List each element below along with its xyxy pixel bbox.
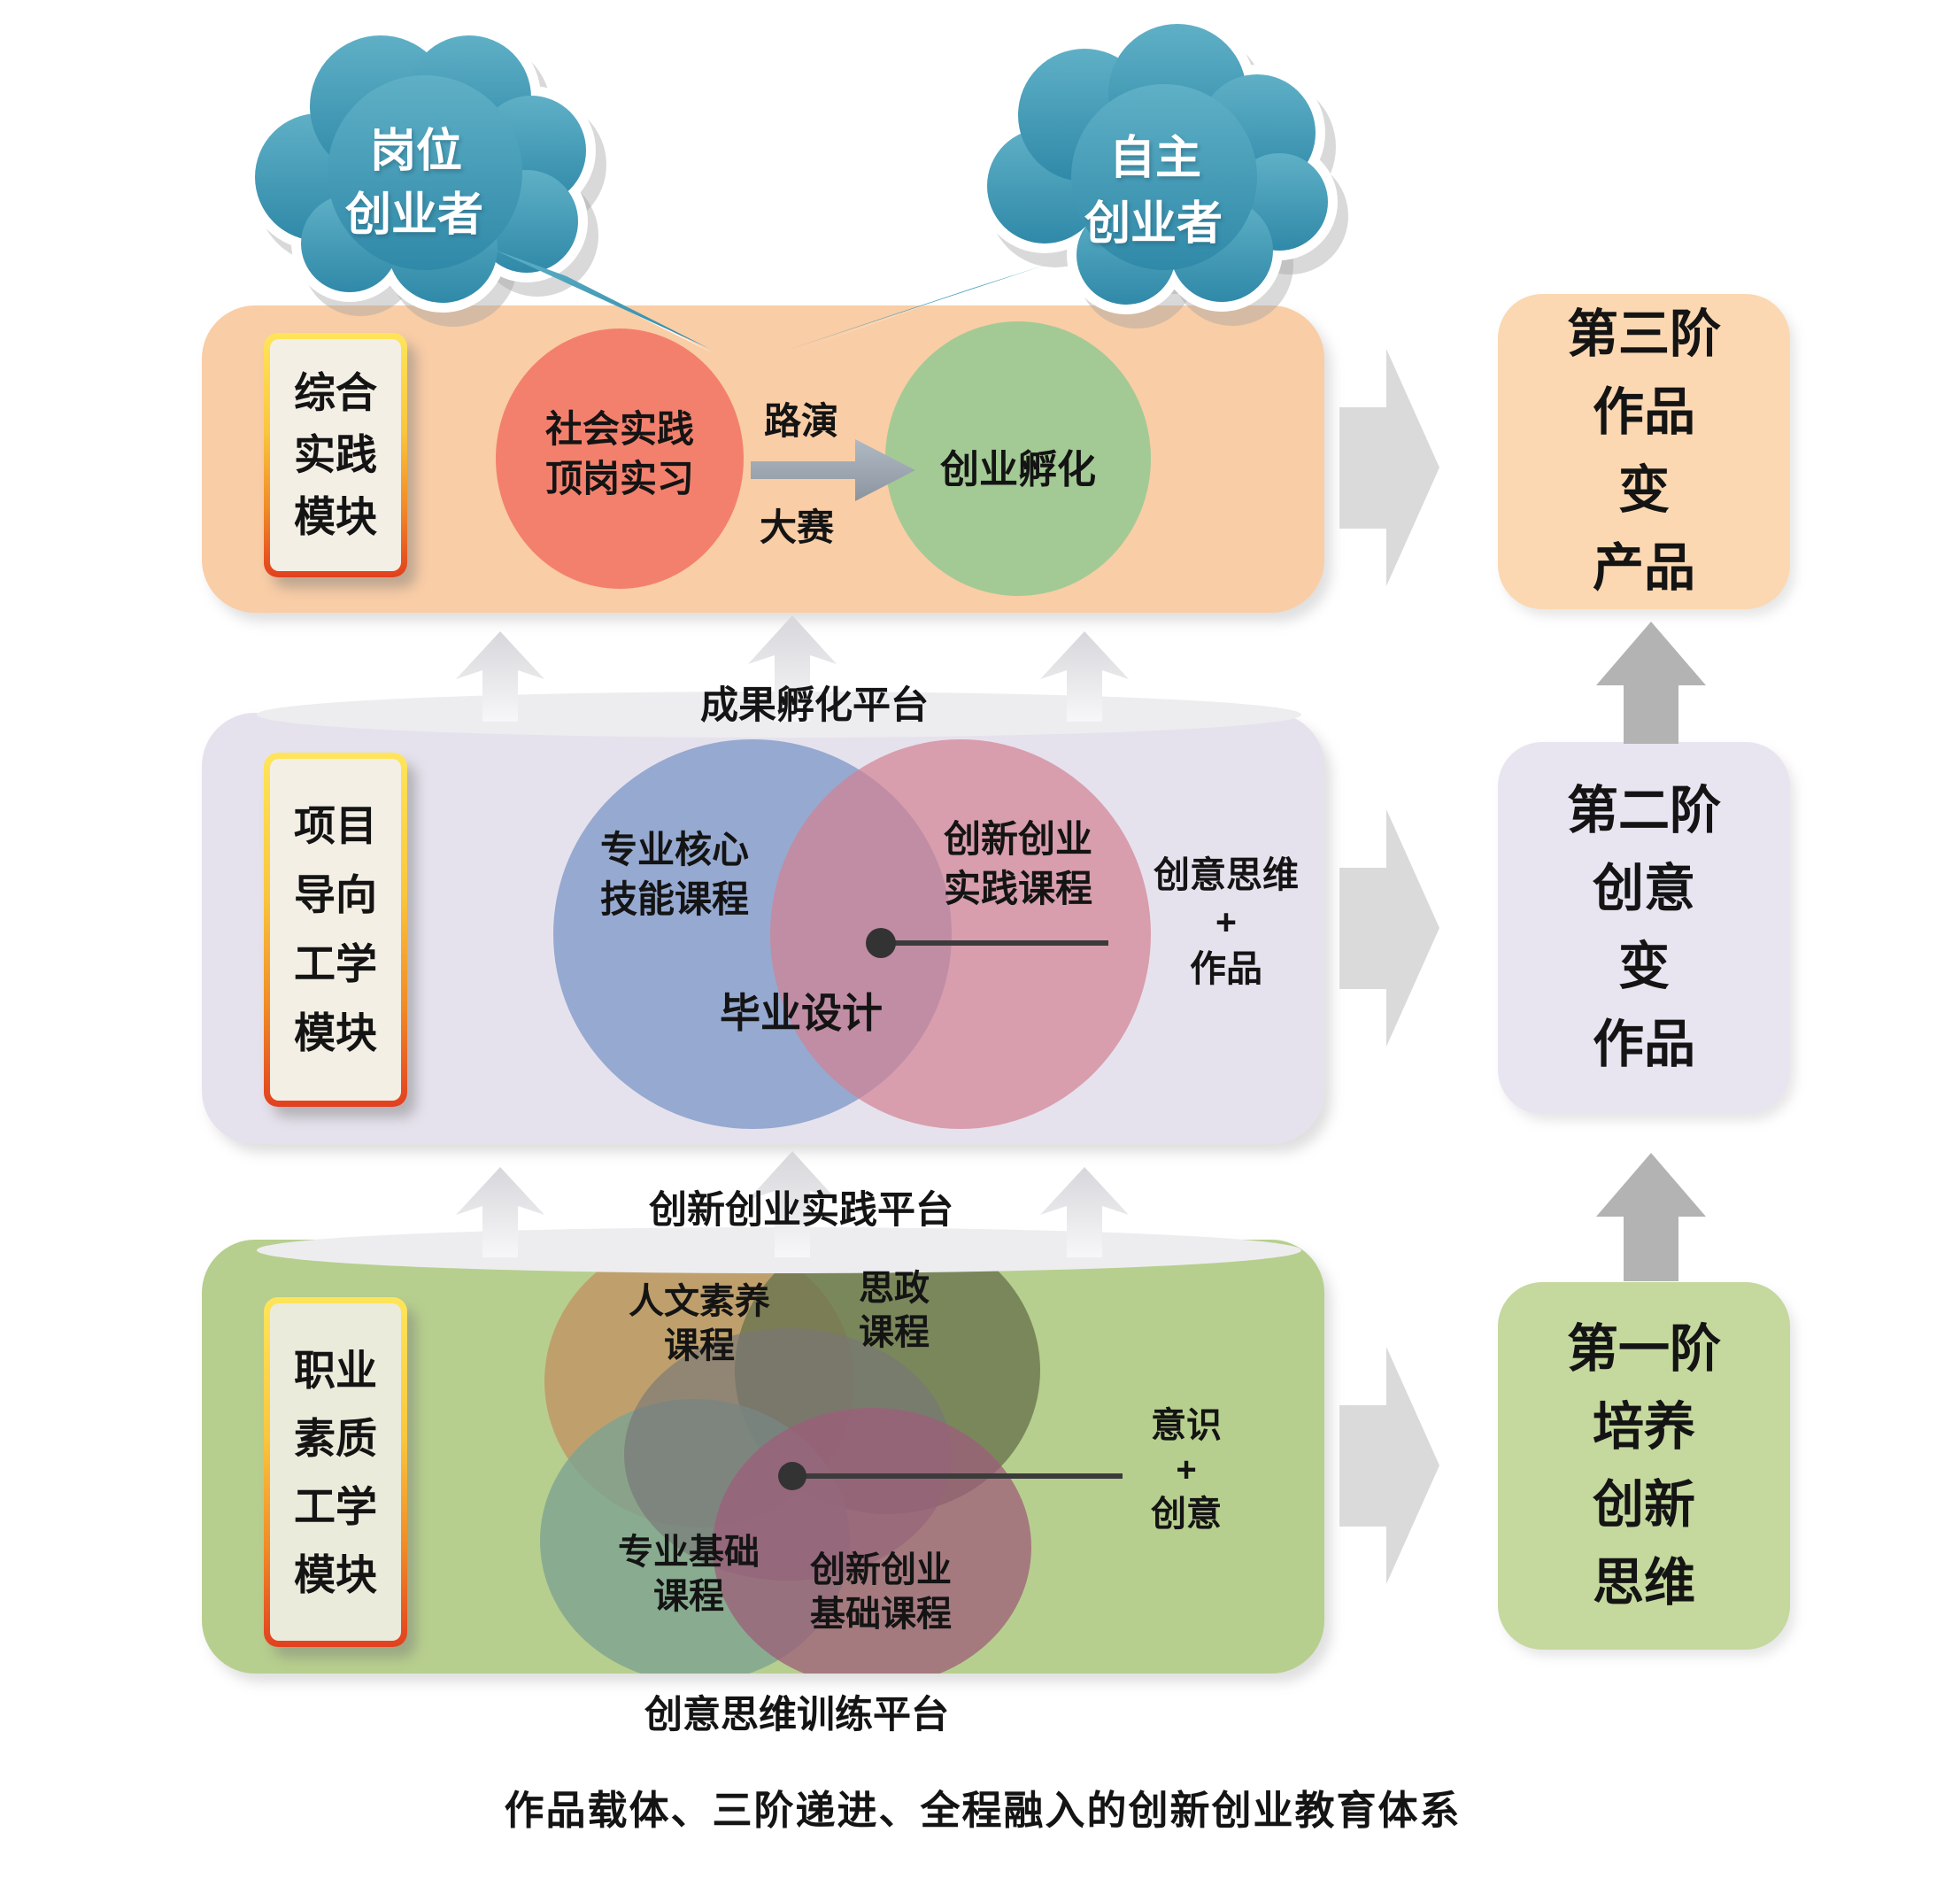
- module-label-line: 导向: [294, 871, 377, 918]
- social-practice-line: 顶岗实习: [544, 458, 695, 499]
- core-skill-line: 专业核心: [599, 829, 750, 870]
- middle-callout-label: 创意思维 + 作品: [1154, 852, 1299, 993]
- module-label-line: 模块: [294, 1550, 377, 1598]
- right-cloud-tail: [788, 264, 1049, 350]
- graduation-design-label: 毕业设计: [720, 990, 883, 1036]
- middle-callout-dot: [866, 928, 896, 958]
- professional-basic-line: 课程: [653, 1577, 724, 1616]
- practice-platform-label: 创新创业实践平台: [649, 1189, 953, 1232]
- core-skill-circle-label: 专业核心 技能课程: [600, 825, 749, 924]
- innovation-basic-line: 基础课程: [810, 1595, 952, 1634]
- stage1-line: 思维: [1592, 1553, 1695, 1612]
- module-label-line: 项目: [294, 802, 377, 849]
- right-cloud: [788, 24, 1328, 350]
- middle-callout-line: 作品: [1190, 948, 1262, 989]
- stage3-box: 第三阶 作品 变 产品: [1498, 294, 1790, 609]
- social-practice-circle-label: 社会实践 顶岗实习: [545, 405, 694, 504]
- incubation-circle-label: 创业孵化: [940, 448, 1096, 491]
- stage2-line: 第二阶: [1566, 782, 1721, 839]
- core-skill-line: 技能课程: [599, 878, 750, 920]
- band2-to-stage2-arrow: [1339, 809, 1439, 1047]
- humanities-line: 人文素养: [629, 1282, 770, 1321]
- bottom-callout-line: +: [1176, 1450, 1197, 1489]
- competition-label: 大赛: [759, 506, 835, 548]
- social-practice-circle: [496, 329, 744, 589]
- right-cloud-line: 自主: [1108, 133, 1202, 184]
- humanities-circle-label: 人文素养 课程: [629, 1279, 770, 1368]
- bottom-callout-connector: [778, 1462, 1123, 1490]
- roadshow-arrow: [751, 439, 915, 501]
- innovation-basic-circle-label: 创新创业 基础课程: [810, 1548, 952, 1636]
- stage2-line: 作品: [1592, 1016, 1695, 1073]
- stage1-line: 培养: [1592, 1397, 1695, 1456]
- module-label-comprehensive: 综合 实践 模块: [264, 333, 407, 577]
- module-label-line: 工学: [294, 1482, 377, 1530]
- innovation-practice-line: 创新创业: [943, 818, 1093, 860]
- band1-to-stage3-arrow: [1339, 349, 1439, 586]
- module-label-quality: 职业 素质 工学 模块: [264, 1297, 407, 1647]
- module-label-line: 实践: [294, 431, 377, 478]
- professional-basic-circle-label: 专业基础 课程: [618, 1530, 760, 1619]
- practice-platform-wave: [257, 1151, 1301, 1273]
- stage2-line: 创意: [1592, 860, 1695, 917]
- ideology-line: 思政: [859, 1269, 930, 1308]
- module-label-line: 综合: [294, 369, 377, 416]
- module-label-line: 工学: [294, 940, 377, 987]
- module-label-line: 素质: [294, 1414, 377, 1462]
- stage3-line: 作品: [1592, 383, 1695, 441]
- module-label-line: 职业: [294, 1346, 377, 1394]
- stage1-to-stage2-arrow: [1596, 1153, 1706, 1281]
- ideology-circle-label: 思政 课程: [859, 1266, 930, 1355]
- middle-callout-line: +: [1215, 901, 1237, 942]
- left-cloud-tail: [494, 250, 708, 348]
- ideology-line: 课程: [859, 1313, 930, 1352]
- left-cloud: [255, 35, 708, 348]
- bottom-callout-label: 意识 + 创意: [1151, 1403, 1222, 1536]
- incubation-circle: [885, 321, 1151, 596]
- module-label-project: 项目 导向 工学 模块: [264, 753, 407, 1107]
- training-platform-label: 创意思维训练平台: [644, 1694, 949, 1736]
- bottom-callout-dot: [778, 1462, 806, 1490]
- incubation-platform-label: 成果孵化平台: [700, 684, 929, 727]
- middle-callout-line: 创意思维: [1154, 854, 1299, 895]
- middle-callout-connector: [866, 928, 1108, 958]
- stage1-line: 第一阶: [1566, 1319, 1721, 1378]
- roadshow-label: 路演: [763, 400, 839, 442]
- stage1-box: 第一阶 培养 创新 思维: [1498, 1282, 1790, 1650]
- stage3-line: 第三阶: [1566, 305, 1721, 363]
- innovation-practice-circle-label: 创新创业 实践课程: [944, 815, 1092, 914]
- band3-to-stage1-arrow: [1339, 1347, 1439, 1584]
- bottom-callout-line: 意识: [1151, 1406, 1222, 1445]
- humanities-line: 课程: [664, 1326, 735, 1365]
- innovation-practice-circle: [770, 739, 1151, 1129]
- right-cloud-line: 创业者: [1084, 198, 1223, 250]
- left-cloud-line: 岗位: [369, 126, 463, 177]
- innovation-basic-line: 创新创业: [810, 1550, 952, 1589]
- left-cloud-line: 创业者: [344, 189, 484, 241]
- stage2-to-stage3-arrow: [1596, 622, 1706, 744]
- diagram-caption: 作品载体、三阶递进、全程融入的创新创业教育体系: [504, 1788, 1462, 1833]
- stage2-box: 第二阶 创意 变 作品: [1498, 742, 1790, 1114]
- innovation-basic-circle: [713, 1408, 1031, 1674]
- incubation-platform-wave: [257, 615, 1301, 738]
- stage3-line: 产品: [1592, 539, 1695, 597]
- stage2-line: 变: [1617, 938, 1670, 995]
- bottom-callout-line: 创意: [1151, 1495, 1222, 1534]
- module-label-line: 模块: [294, 493, 377, 540]
- social-practice-line: 社会实践: [544, 408, 695, 450]
- stage1-line: 创新: [1592, 1475, 1695, 1534]
- professional-basic-line: 专业基础: [618, 1533, 760, 1572]
- stage3-line: 变: [1617, 461, 1670, 519]
- innovation-practice-line: 实践课程: [943, 868, 1093, 909]
- module-label-line: 模块: [294, 1009, 377, 1056]
